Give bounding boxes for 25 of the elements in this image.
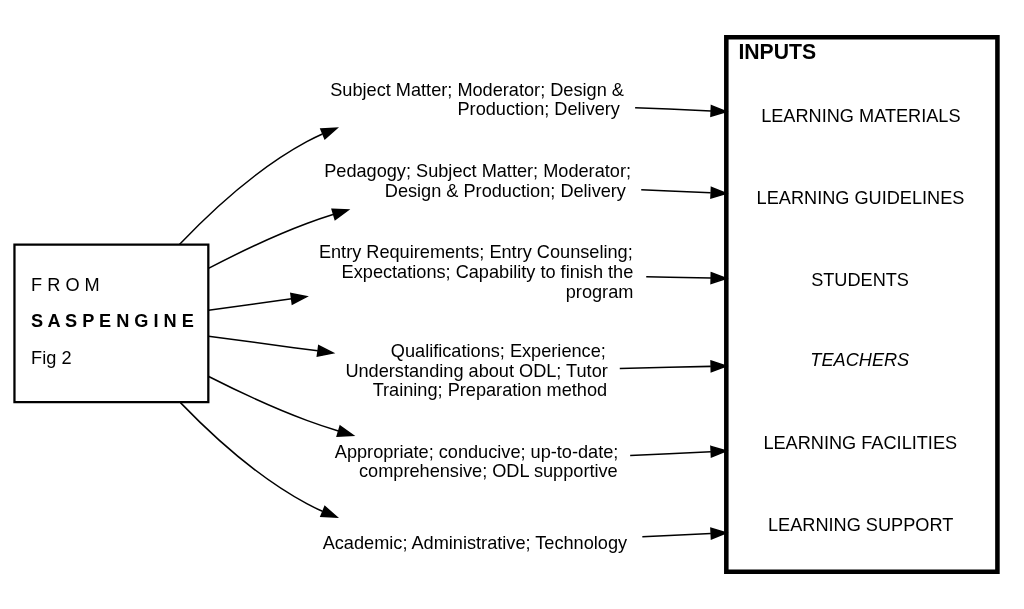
arrow [645, 271, 729, 285]
arrow [619, 360, 729, 373]
arrow [178, 127, 339, 246]
node-text: Pedagogy; Subject Matter; Moderator; Design & Production; Delivery [324, 161, 631, 202]
node-text: LEARNING SUPPORT [767, 515, 954, 536]
arrow [634, 104, 729, 118]
arrow [640, 186, 729, 200]
arrow [207, 335, 336, 358]
node-text: Academic; Administrative; Technology [322, 533, 628, 554]
node-text: LEARNING GUIDELINES [756, 187, 965, 208]
node-text: LEARNING FACILITIES [763, 433, 958, 454]
arrow [641, 527, 729, 540]
node-box: F R O M S A S P E N G I N E Fig 2 [13, 243, 210, 404]
arrow [629, 445, 729, 459]
node-text: Qualifications; Experience; Understanding about ODL; Tutor Training; Preparation method [345, 340, 608, 401]
arrow [207, 208, 351, 270]
node-text: LEARNING MATERIALS [761, 106, 961, 127]
arrow [207, 375, 356, 437]
node-text: TEACHERS [810, 349, 910, 370]
node-text: Appropriate; conducive; up-to-date; comprehensive; ODL supportive [334, 441, 619, 482]
arrow [207, 292, 309, 311]
node-text: Entry Requirements; Entry Counseling; Expectations; Capability to finish the program [318, 242, 634, 302]
node-text: STUDENTS [811, 269, 909, 290]
arrow [179, 401, 340, 519]
node-text: Subject Matter; Moderator; Design & Production; Delivery [330, 79, 624, 120]
